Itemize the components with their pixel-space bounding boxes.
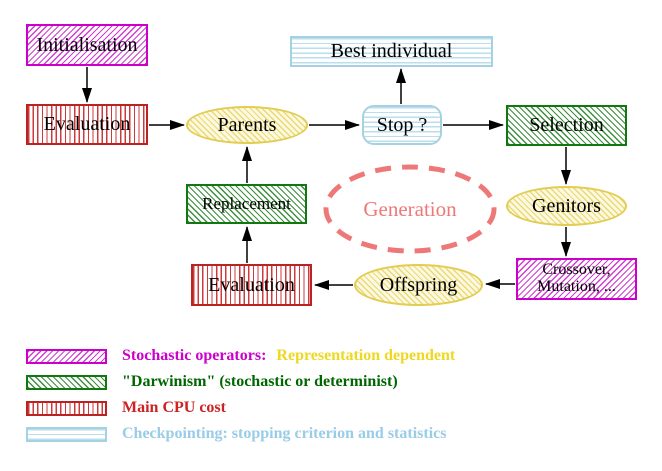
legend-label-checkpointing: Checkpointing: stopping criterion and st… xyxy=(122,425,447,442)
node-replacement: Replacement xyxy=(186,184,307,224)
node-parents-label: Parents xyxy=(217,113,277,136)
generation-text: Generation xyxy=(363,196,457,221)
node-parents: Parents xyxy=(186,106,308,144)
node-initialisation: Initialisation xyxy=(26,24,148,66)
legend-label-cpu-cost: Main CPU cost xyxy=(122,399,226,416)
legend-label-representation-dependent: Representation dependent xyxy=(276,347,456,364)
generation-cycle-label: Generation xyxy=(326,167,494,251)
node-crossover-mutation: Crossover, Mutation, ... xyxy=(516,258,637,300)
node-best-individual: Best individual xyxy=(290,36,493,67)
legend-swatch-magenta-hatch xyxy=(26,348,107,364)
crossover-line1: Crossover, xyxy=(542,261,611,279)
node-offspring-label: Offspring xyxy=(379,273,458,296)
generation-dashed-ellipse xyxy=(323,164,497,254)
legend-swatch-cyan-stripes xyxy=(26,426,107,442)
node-offspring: Offspring xyxy=(354,264,483,306)
node-genitors-label: Genitors xyxy=(532,194,601,217)
node-evaluation-bottom: Evaluation xyxy=(191,264,312,306)
node-replacement-label: Replacement xyxy=(202,194,291,214)
legend-label-darwinism: "Darwinism" (stochastic or determinist) xyxy=(122,373,398,390)
node-stop: Stop ? xyxy=(362,105,442,145)
legend-label-stochastic: Stochastic operators: xyxy=(122,347,267,364)
node-evaluation-bottom-label: Evaluation xyxy=(208,273,295,296)
node-evaluation-top-label: Evaluation xyxy=(43,113,131,135)
legend-row-checkpointing: Checkpointing: stopping criterion and st… xyxy=(26,425,446,443)
node-initialisation-label: Initialisation xyxy=(36,33,138,56)
node-evaluation-top: Evaluation xyxy=(26,104,148,145)
node-selection-label: Selection xyxy=(529,114,604,136)
legend-swatch-green-hatch xyxy=(26,374,107,390)
node-crossover-mutation-label: Crossover, Mutation, ... xyxy=(537,261,616,296)
crossover-line2: Mutation, ... xyxy=(537,278,616,295)
legend-row-darwinism: "Darwinism" (stochastic or determinist) xyxy=(26,373,398,391)
node-stop-label: Stop ? xyxy=(376,113,428,136)
legend-row-stochastic-operators: Stochastic operators: Representation dep… xyxy=(26,347,455,365)
legend-row-cpu-cost: Main CPU cost xyxy=(26,399,226,417)
legend-swatch-red-stripes xyxy=(26,400,107,416)
node-best-individual-label: Best individual xyxy=(330,40,453,62)
node-genitors: Genitors xyxy=(506,186,627,226)
node-selection: Selection xyxy=(506,105,627,146)
